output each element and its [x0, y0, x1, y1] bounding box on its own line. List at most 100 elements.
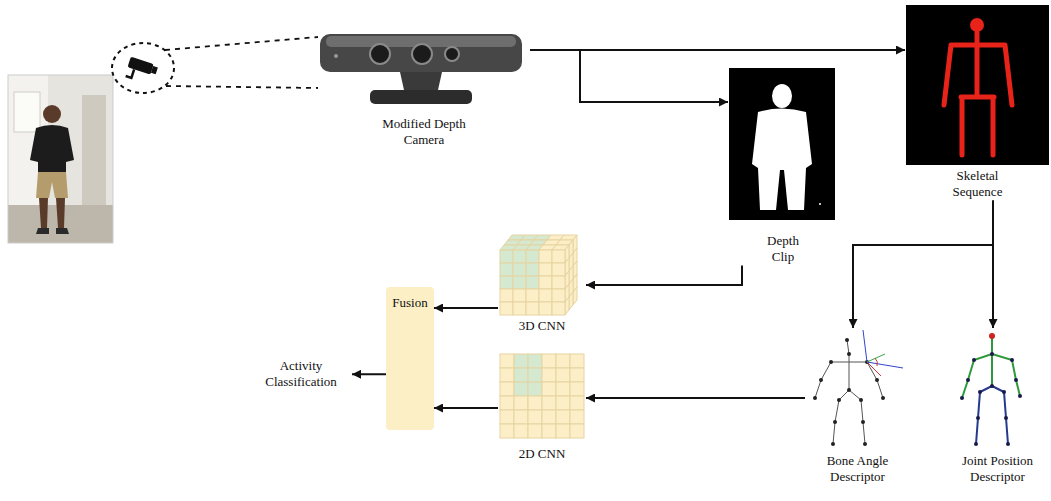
cnn-cell — [565, 297, 569, 315]
axis-line — [863, 330, 867, 362]
cnn-cell — [556, 368, 570, 382]
cnn-cell — [528, 368, 542, 382]
person-shirt — [30, 125, 74, 172]
cnn-cell — [539, 289, 552, 302]
flow-arrow — [853, 201, 993, 329]
cnn-cell — [556, 354, 570, 368]
silhouette-head — [772, 84, 792, 108]
joint-dot — [1010, 358, 1014, 362]
node-label: Joint Position Descriptor — [952, 453, 1044, 486]
descriptor-node: Bone Angle Descriptor — [805, 328, 910, 486]
cnn-cell — [542, 382, 556, 396]
cnn-cell — [556, 410, 570, 424]
cnn-cell — [539, 250, 552, 263]
cnn-cell — [539, 263, 552, 276]
cnn-cell — [528, 410, 542, 424]
joint-dot — [960, 396, 964, 400]
camera-base — [370, 90, 472, 104]
node-label: Skeletal Sequence — [943, 168, 1013, 201]
photo-door — [82, 95, 106, 205]
joint-dot — [974, 442, 978, 446]
joint-dot — [978, 390, 982, 394]
joint-dot — [976, 416, 980, 420]
joint-dot — [845, 338, 849, 342]
cnn-cell — [500, 302, 513, 315]
cnn-cell — [539, 302, 552, 315]
cnn-cell — [570, 382, 584, 396]
cnn-cell — [500, 263, 513, 276]
silhouette-body — [752, 109, 812, 211]
cnn-cell — [528, 354, 542, 368]
joint-dot — [813, 396, 817, 400]
cnn-node: 3D CNN — [498, 232, 586, 334]
cnn-cell — [514, 368, 528, 382]
joint-dot — [1014, 378, 1018, 382]
cnn-cell — [552, 250, 565, 263]
node-picture — [950, 328, 1045, 453]
photo-window — [14, 92, 40, 132]
cnn-cell — [500, 354, 514, 368]
photo-ground — [8, 75, 113, 243]
flow-arrow — [434, 307, 498, 309]
joint-dot — [863, 442, 867, 446]
cnn-cell — [570, 354, 584, 368]
cnn-cell — [528, 396, 542, 410]
cnn-cell — [513, 302, 526, 315]
joint-lower — [976, 386, 1008, 444]
joint-dot — [847, 388, 851, 392]
joint-dot — [881, 396, 885, 400]
cctv-mount — [126, 67, 134, 77]
node-picture — [728, 68, 838, 233]
cnn-cell — [500, 396, 514, 410]
cnn-cell — [513, 263, 526, 276]
camera-lens — [412, 44, 432, 64]
cnn-cell — [528, 382, 542, 396]
camera-lens — [445, 47, 459, 61]
cctv-body — [127, 57, 153, 75]
node-label: Bone Angle Descriptor — [808, 453, 908, 486]
cctv-lens — [151, 66, 158, 74]
node-picture — [318, 28, 530, 116]
cnn-cell — [500, 276, 513, 289]
cnn-cell — [552, 263, 565, 276]
person-shoes — [36, 228, 69, 234]
cnn-cell — [526, 289, 539, 302]
cnn-cell — [542, 354, 556, 368]
cnn-cell — [552, 276, 565, 289]
cnn-cell — [514, 396, 528, 410]
person-photo — [8, 75, 113, 243]
angle-arc — [875, 358, 877, 366]
cnn-cell — [500, 368, 514, 382]
cnn-cell — [556, 382, 570, 396]
cnn-cell — [500, 424, 514, 438]
cnn-cell — [542, 424, 556, 438]
person-legs — [39, 198, 65, 228]
output-label: Activity Classification — [250, 358, 352, 391]
node-picture — [498, 232, 586, 318]
cnn-cell — [500, 250, 513, 263]
joint-dot — [1006, 442, 1010, 446]
node-picture — [498, 348, 586, 446]
flow-arrow — [352, 373, 386, 375]
joint-dot — [1004, 416, 1008, 420]
joint-head — [989, 333, 995, 339]
flow-arrow — [530, 50, 728, 102]
joint-dot — [847, 352, 851, 356]
joint-dot — [819, 378, 823, 382]
cnn-cell — [570, 410, 584, 424]
person-shorts — [36, 172, 68, 198]
depth-speck — [819, 203, 821, 205]
node-label: Fusion — [386, 295, 434, 311]
camera-neck — [400, 72, 442, 90]
connector-group — [352, 50, 993, 408]
joint-dot — [833, 420, 837, 424]
depth-node: Depth Clip — [728, 68, 838, 266]
descriptor-node: Joint Position Descriptor — [950, 328, 1045, 486]
joint-dot — [875, 378, 879, 382]
dashed-callout — [112, 43, 174, 93]
cnn-cell — [514, 410, 528, 424]
cnn-node: 2D CNN — [498, 348, 586, 462]
cnn-cell — [514, 382, 528, 396]
axis-line — [867, 354, 885, 362]
